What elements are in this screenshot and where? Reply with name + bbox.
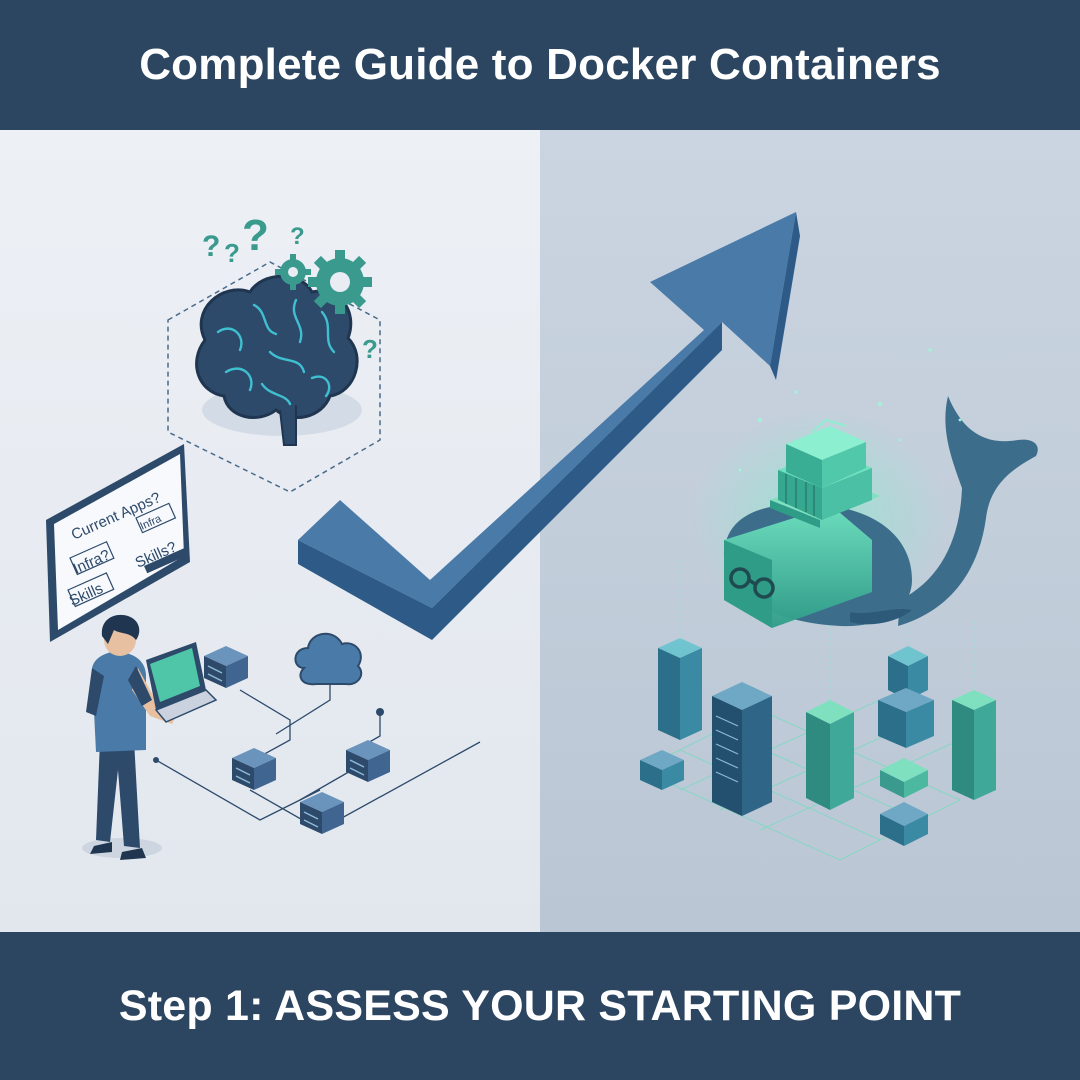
brain-group: ? ? ? ? ? — [167, 211, 381, 493]
server-tower — [878, 646, 934, 748]
person-figure — [82, 614, 176, 860]
question-mark-icon: ? — [362, 334, 378, 364]
growth-arrow — [298, 212, 800, 640]
gear-icon-small — [275, 254, 311, 290]
server-icon — [300, 792, 344, 834]
step-label: Step 1: ASSESS YOUR STARTING POINT — [118, 981, 962, 1030]
question-mark-icon: ? — [290, 223, 305, 250]
gear-icon — [308, 250, 372, 314]
whiteboard: Current Apps? Infra? Infra Skills? Skill… — [46, 444, 190, 642]
step-bar: Step 1: ASSESS YOUR STARTING POINT — [0, 932, 1080, 1080]
server-tower — [952, 690, 996, 800]
brain-icon — [195, 274, 359, 446]
server-icon — [346, 740, 390, 782]
server-icon — [204, 646, 248, 688]
illustration: ? ? ? ? ? Current Apps? Infra? Infra Ski… — [0, 130, 1080, 932]
docker-whale — [690, 348, 1038, 630]
server-tower — [712, 682, 772, 816]
server-tower — [806, 700, 854, 810]
container-stack — [770, 418, 880, 528]
title-bar: Complete Guide to Docker Containers — [0, 0, 1080, 130]
cloud-icon — [294, 633, 363, 686]
question-mark-icon: ? — [242, 211, 269, 260]
cube-icon — [640, 750, 684, 790]
laptop-icon — [146, 642, 218, 723]
question-mark-icon: ? — [224, 238, 240, 268]
cube-icon — [880, 758, 928, 798]
question-mark-icon: ? — [202, 230, 220, 263]
page-title: Complete Guide to Docker Containers — [139, 40, 941, 89]
data-center — [638, 560, 996, 861]
network-diagram — [153, 633, 481, 834]
server-tower — [658, 638, 702, 740]
cube-icon — [880, 802, 928, 846]
isometric-frame — [167, 261, 381, 493]
server-icon — [232, 748, 276, 790]
